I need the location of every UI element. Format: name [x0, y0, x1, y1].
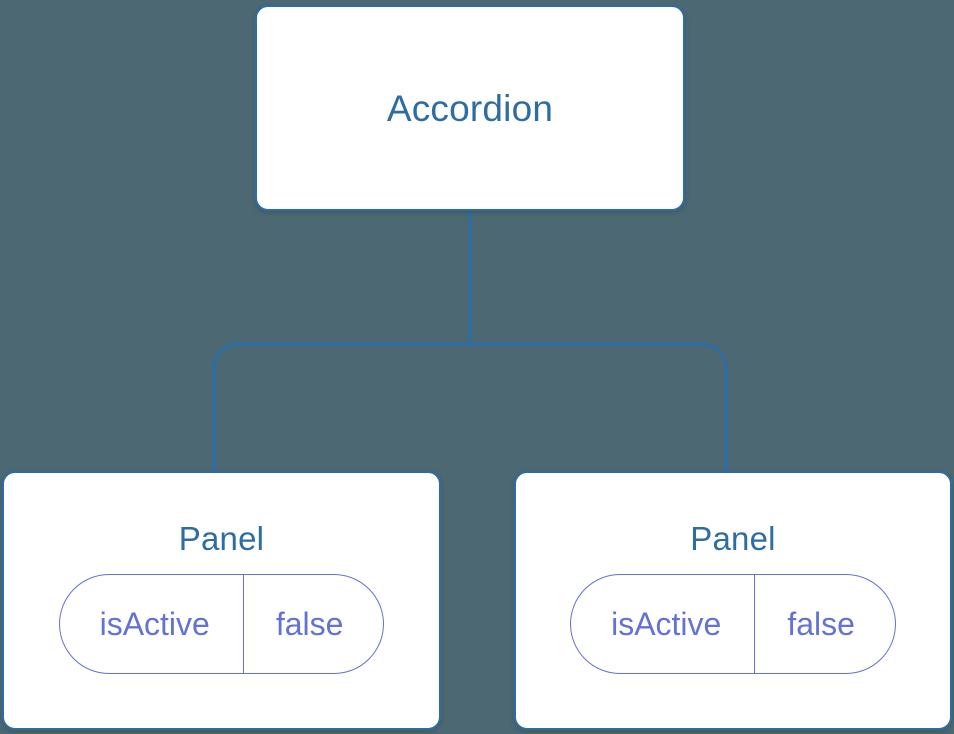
node-title-accordion: Accordion	[386, 87, 554, 129]
prop-pill-isactive[interactable]: isActive false	[570, 574, 896, 674]
node-card-panel-0[interactable]: Panel isActive false	[2, 471, 441, 730]
prop-key: isActive	[611, 606, 722, 642]
node-title-panel: Panel	[178, 520, 265, 557]
prop-value: false	[754, 575, 895, 673]
prop-pill-isactive[interactable]: isActive false	[58, 574, 385, 674]
node-card-accordion[interactable]: Accordion	[255, 5, 685, 211]
connector-branch-right	[470, 342, 728, 473]
connector-branch-left	[212, 342, 470, 473]
prop-key: isActive	[99, 606, 210, 642]
prop-value: false	[242, 575, 384, 673]
node-title-panel: Panel	[690, 520, 776, 557]
node-card-panel-1[interactable]: Panel isActive false	[514, 471, 952, 730]
